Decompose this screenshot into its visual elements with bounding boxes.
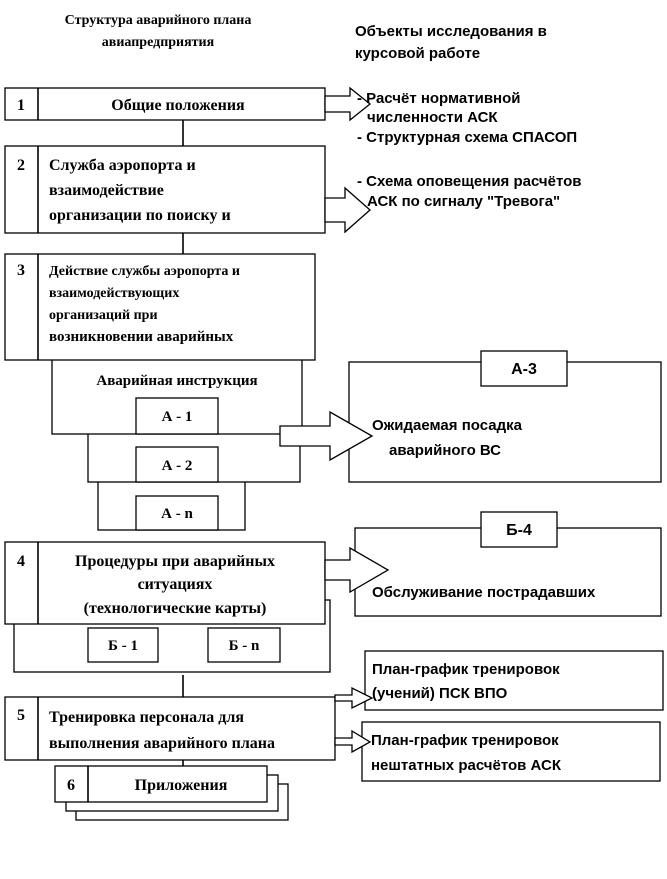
arrow-plan1 [334,686,374,710]
left-header: Структура аварийного плана авиапредприят… [65,13,252,50]
plan2-box: План-график тренировок нештатных расчёто… [361,721,661,782]
a3-box: А-3 [348,350,662,483]
section-6: 6 Приложения [54,765,289,821]
left-header-line-2: авиапредприятия [102,35,215,50]
arrow-section1 [324,86,372,122]
object-1: - Расчёт нормативной численности АСК - С… [357,90,577,146]
b4-tag: Б-4 [506,522,532,539]
section-4-number: 4 [17,553,25,570]
right-header-line-2: курсовой работе [355,45,480,62]
section-6-title: Приложения [135,777,228,794]
section-2-line-1: Служба аэропорта и [49,157,196,174]
section-3: 3 Действие службы аэропорта и взаимодейс… [4,253,316,361]
section-3-line-3: организаций при [49,308,158,323]
section-4-line-3: (технологические карты) [84,600,267,617]
a3-line-1: Ожидаемая посадка [372,417,523,434]
item-a1-box [135,397,219,435]
card-b1-label: Б - 1 [108,638,138,654]
right-header: Объекты исследования в курсовой работе [355,23,547,62]
section-3-number: 3 [17,262,25,279]
section-5: 5 Тренировка персонала для выполнения ав… [4,696,336,761]
object-2-line-1: - Схема оповещения расчётов [357,173,582,190]
section-1-title: Общие положения [111,97,245,114]
instruction-stack: Аварийная инструкция А - 1 А - 2 А - n [51,341,303,531]
object-2: - Схема оповещения расчётов АСК по сигна… [357,173,582,210]
plan1-line-1: План-график тренировок [372,661,560,678]
section-3-line-1: Действие службы аэропорта и [49,264,240,279]
section-2-line-3: организации по поиску и [49,207,231,224]
item-a1-label: А - 1 [162,409,193,425]
card-b1-box [87,627,159,663]
b4-tag-box [480,511,558,548]
cards: Б - 1 Б - n [87,627,281,663]
section-1: 1 Общие положения [4,87,326,121]
section-5-line-2: выполнения аварийного плана [49,735,275,752]
section-4-line-1: Процедуры при аварийных [75,553,275,570]
arrow-instruction [279,410,374,462]
object-1-line-1: - Расчёт нормативной [357,90,521,107]
arrow-section4 [324,546,390,594]
item-an-box [135,495,219,531]
section-2-number: 2 [17,157,25,174]
card-bn-box [207,627,281,663]
section-5-number: 5 [17,707,25,724]
section-5-line-1: Тренировка персонала для [49,709,244,726]
section-1-number: 1 [17,97,25,114]
b4-line-1: Обслуживание пострадавших [372,584,596,601]
instruction-title: Аварийная инструкция [96,373,257,389]
section-6-number: 6 [67,777,75,794]
arrow-section2 [324,186,371,234]
a3-tag-box [480,350,568,387]
item-an-label: А - n [161,506,193,522]
card-bn-label: Б - n [229,638,260,654]
arrow-plan2 [334,729,372,754]
section-2-line-2: взаимодействие [49,182,164,199]
plan2-line-1: План-график тренировок [371,732,559,749]
object-2-line-2: АСК по сигналу "Тревога" [367,193,560,210]
item-a2-box [135,446,219,483]
left-header-line-1: Структура аварийного плана [65,13,252,28]
object-1-line-3: - Структурная схема СПАСОП [357,129,577,146]
section-2: 2 Служба аэропорта и взаимодействие орга… [4,145,326,234]
b4-box: Б-4 [354,511,662,617]
section-4-line-2: ситуациях [138,576,213,593]
item-a2-label: А - 2 [162,458,193,474]
section-3-line-2: взаимодействующих [49,286,179,301]
a3-line-2: аварийного ВС [389,442,501,459]
section-3-line-4: возникновении аварийных [49,329,234,345]
right-header-line-1: Объекты исследования в [355,23,547,40]
plan2-line-2: нештатных расчётов АСК [371,757,562,774]
b4-text: Обслуживание пострадавших [372,584,596,601]
object-1-line-2: численности АСК [367,109,498,126]
appendix-page-front [54,765,268,803]
a3-tag: А-3 [511,361,537,378]
plan1-line-2: (учений) ПСК ВПО [372,685,508,702]
plan1-box: План-график тренировок (учений) ПСК ВПО [364,650,664,711]
section-4: 4 Процедуры при аварийных ситуациях (тех… [4,541,326,625]
a3-text: Ожидаемая посадка аварийного ВС [372,417,523,459]
